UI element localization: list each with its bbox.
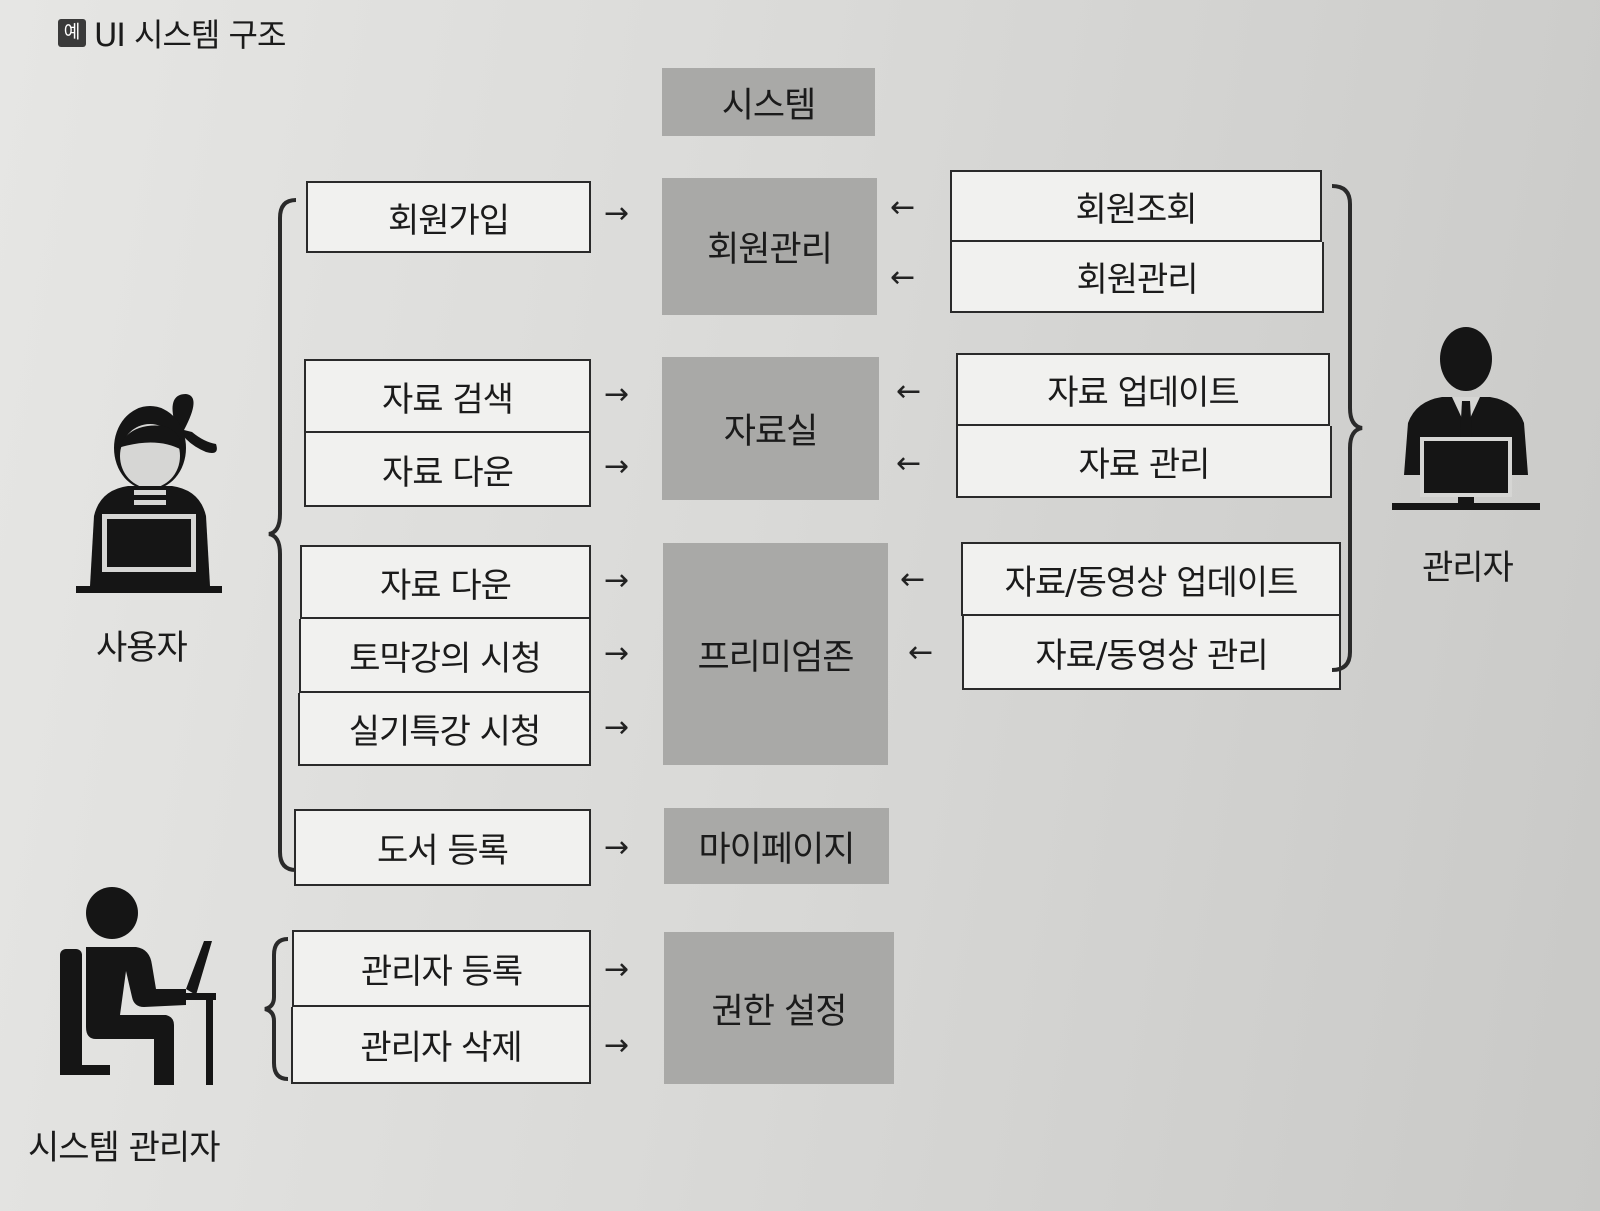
user-brace [268, 198, 297, 872]
member-view-box: 회원조회 [950, 170, 1322, 242]
data-update-box: 자료 업데이트 [956, 353, 1330, 426]
example-badge: 예 [58, 19, 86, 47]
user-label: 사용자 [96, 628, 188, 668]
arrow-left: ← [896, 446, 922, 481]
arrow-right: → [604, 636, 630, 671]
member-manage-box: 회원관리 [950, 242, 1324, 313]
sysadmin-icon [60, 887, 216, 1085]
admin-delete-box: 관리자 삭제 [291, 1007, 591, 1084]
arrow-right: → [604, 449, 630, 484]
arrow-left: ← [896, 374, 922, 409]
arrow-right: → [604, 196, 630, 231]
arrow-right: → [604, 952, 630, 987]
video-manage-box: 자료/동영상 관리 [962, 616, 1341, 690]
sysadmin-label: 시스템 관리자 [28, 1128, 220, 1168]
arrow-right: → [604, 377, 630, 412]
toeic-lecture-box: 토막강의 시청 [299, 619, 591, 693]
diagram-title: 예 UI 시스템 구조 [58, 10, 286, 56]
sysadmin-brace [264, 937, 289, 1081]
arrow-left: ← [890, 190, 916, 225]
signup-box: 회원가입 [306, 181, 591, 253]
arrow-right: → [604, 1028, 630, 1063]
arrow-left: ← [890, 260, 916, 295]
data-manage-box: 자료 관리 [956, 426, 1332, 498]
premium-download-box: 자료 다운 [300, 545, 591, 619]
arrow-left: ← [908, 635, 934, 670]
title-text: UI 시스템 구조 [94, 16, 286, 54]
book-register-box: 도서 등록 [294, 809, 591, 886]
user-icon [76, 394, 222, 593]
arrow-right: → [604, 710, 630, 745]
library-box: 자료실 [662, 357, 879, 500]
data-search-box: 자료 검색 [304, 359, 591, 433]
data-download-box: 자료 다운 [304, 433, 591, 507]
arrow-right: → [604, 563, 630, 598]
admin-label: 관리자 [1422, 548, 1514, 588]
system-root-box: 시스템 [662, 68, 875, 136]
arrow-left: ← [900, 562, 926, 597]
video-update-box: 자료/동영상 업데이트 [961, 542, 1341, 616]
arrow-right: → [604, 830, 630, 865]
practical-lecture-box: 실기특강 시청 [298, 693, 591, 766]
admin-register-box: 관리자 등록 [292, 930, 591, 1007]
mypage-box: 마이페이지 [664, 808, 889, 884]
admin-brace [1331, 184, 1363, 672]
admin-icon [1392, 327, 1540, 510]
premium-zone-box: 프리미엄존 [663, 543, 888, 765]
permission-settings-box: 권한 설정 [664, 932, 894, 1084]
member-management-box: 회원관리 [662, 178, 877, 315]
